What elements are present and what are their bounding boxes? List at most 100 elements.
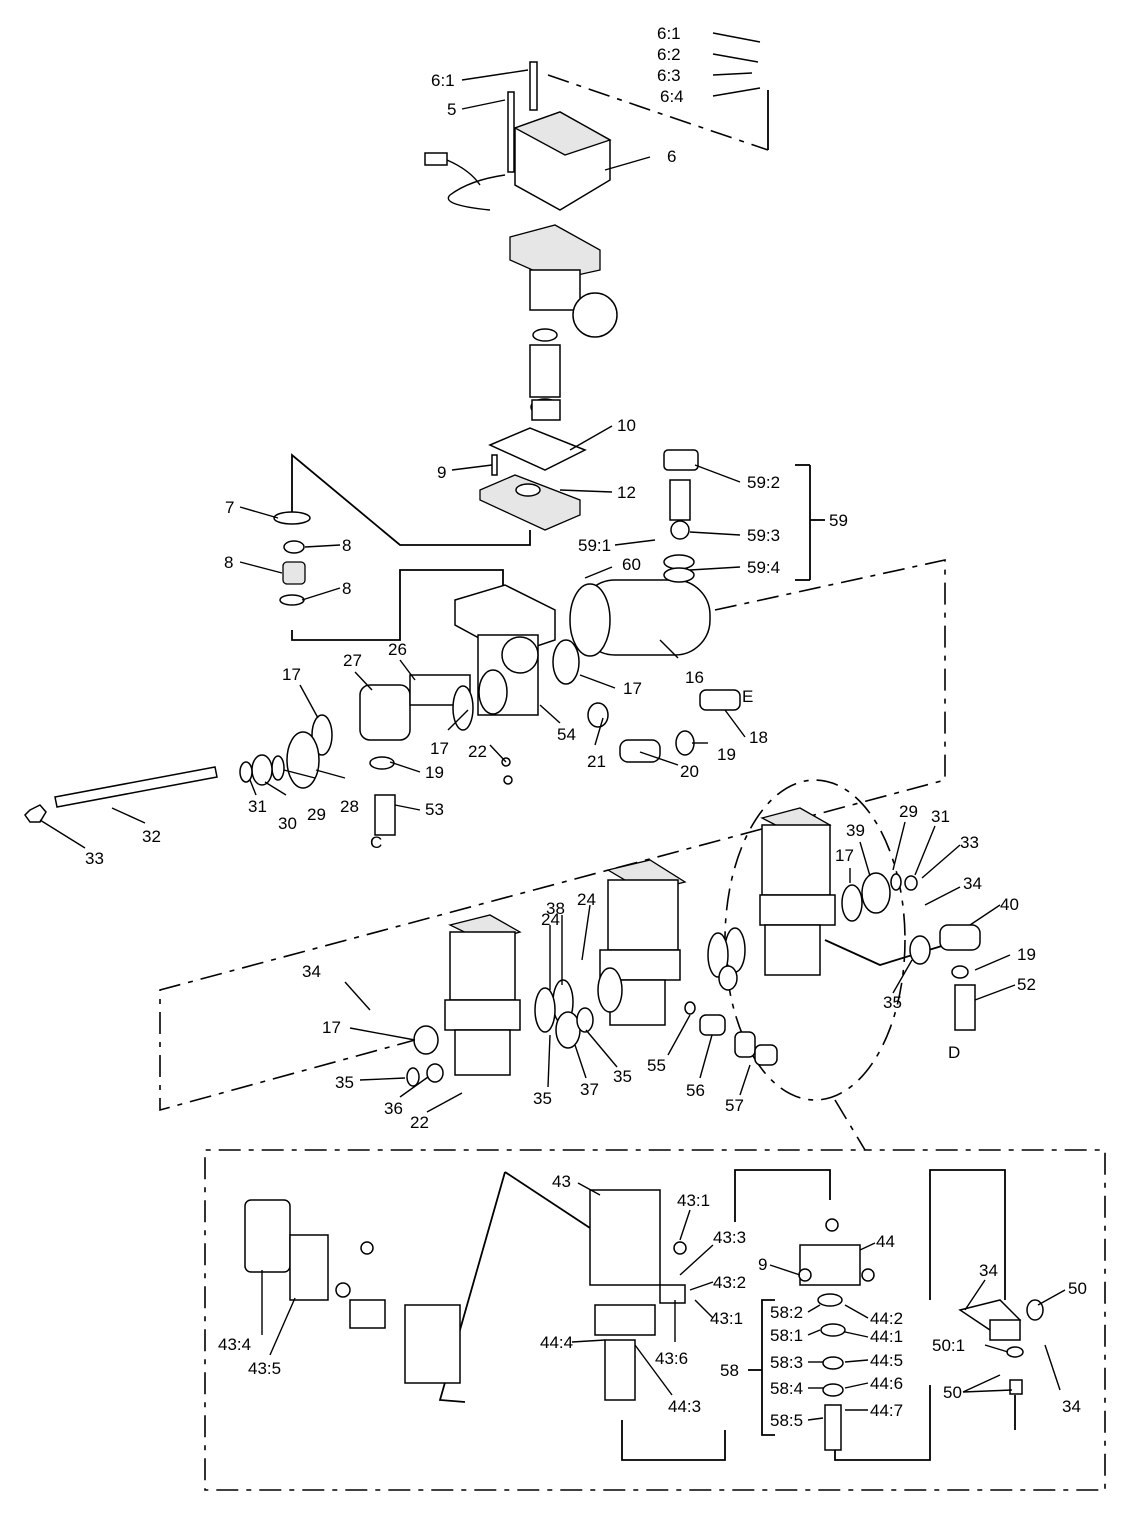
label-8-b: 8 bbox=[224, 553, 233, 572]
label-6: 6 bbox=[667, 147, 676, 166]
label-44-3: 44:3 bbox=[668, 1397, 701, 1416]
label-24-a: 24 bbox=[541, 910, 560, 929]
label-52: 52 bbox=[1017, 975, 1036, 994]
label-35-b: 35 bbox=[335, 1073, 354, 1092]
label-56: 56 bbox=[686, 1081, 705, 1100]
label-E: E bbox=[742, 687, 753, 706]
label-17-e: 17 bbox=[322, 1018, 341, 1037]
label-17-b: 17 bbox=[623, 679, 642, 698]
label-29-b: 29 bbox=[899, 802, 918, 821]
label-58-4: 58:4 bbox=[770, 1379, 803, 1398]
label-19-b: 19 bbox=[425, 763, 444, 782]
label-6-4: 6:4 bbox=[660, 87, 684, 106]
label-32: 32 bbox=[142, 827, 161, 846]
label-44-1: 44:1 bbox=[870, 1327, 903, 1346]
callout-labels: 6:1 6:2 6:3 6:4 6:1 5 6 10 9 12 7 8 8 8 … bbox=[85, 24, 1087, 1430]
label-43-1-a: 43:1 bbox=[677, 1191, 710, 1210]
label-18: 18 bbox=[749, 728, 768, 747]
label-28: 28 bbox=[340, 797, 359, 816]
label-33-a: 33 bbox=[85, 849, 104, 868]
label-58-2: 58:2 bbox=[770, 1303, 803, 1322]
label-22-b: 22 bbox=[410, 1113, 429, 1132]
label-6-3: 6:3 bbox=[657, 66, 681, 85]
label-12: 12 bbox=[617, 483, 636, 502]
label-20: 20 bbox=[680, 762, 699, 781]
label-6-1: 6:1 bbox=[431, 71, 455, 90]
label-44-7: 44:7 bbox=[870, 1401, 903, 1420]
label-17-a: 17 bbox=[282, 665, 301, 684]
label-58-3: 58:3 bbox=[770, 1353, 803, 1372]
label-24-b: 24 bbox=[577, 890, 596, 909]
top-actuator-cover bbox=[424, 61, 612, 211]
label-19-a: 19 bbox=[717, 745, 736, 764]
label-31-b: 31 bbox=[931, 807, 950, 826]
solenoid-internals bbox=[509, 224, 618, 421]
label-C: C bbox=[370, 833, 382, 852]
label-37: 37 bbox=[580, 1080, 599, 1099]
label-8-a: 8 bbox=[342, 536, 351, 555]
label-58-1: 58:1 bbox=[770, 1326, 803, 1345]
label-35-d: 35 bbox=[613, 1067, 632, 1086]
label-29-a: 29 bbox=[307, 805, 326, 824]
label-17-d: 17 bbox=[835, 846, 854, 865]
leader-lines bbox=[39, 32, 1066, 1421]
label-53: 53 bbox=[425, 800, 444, 819]
label-38: 38 bbox=[546, 899, 565, 918]
label-9-b: 9 bbox=[758, 1255, 767, 1274]
label-39: 39 bbox=[846, 821, 865, 840]
label-33-b: 33 bbox=[960, 833, 979, 852]
label-21: 21 bbox=[587, 752, 606, 771]
right-elbow-parts bbox=[909, 924, 981, 1031]
label-58-5: 58:5 bbox=[770, 1411, 803, 1430]
label-35-a: 35 bbox=[883, 993, 902, 1012]
label-35-c: 35 bbox=[533, 1089, 552, 1108]
label-50-1: 50:1 bbox=[932, 1336, 965, 1355]
label-26: 26 bbox=[388, 640, 407, 659]
label-8-c: 8 bbox=[342, 579, 351, 598]
label-59-3: 59:3 bbox=[747, 526, 780, 545]
diaphragm-plate bbox=[479, 427, 587, 531]
label-43-2: 43:2 bbox=[713, 1273, 746, 1292]
label-43-5: 43:5 bbox=[248, 1359, 281, 1378]
valve-module-left bbox=[406, 914, 594, 1087]
label-50-a: 50 bbox=[1068, 1279, 1087, 1298]
label-44: 44 bbox=[876, 1232, 895, 1251]
label-43-4: 43:4 bbox=[218, 1335, 251, 1354]
label-57: 57 bbox=[725, 1096, 744, 1115]
label-43-1-b: 43:1 bbox=[710, 1309, 743, 1328]
label-19-c: 19 bbox=[1017, 945, 1036, 964]
label-44-2: 44:2 bbox=[870, 1309, 903, 1328]
label-34-b: 34 bbox=[302, 962, 321, 981]
label-54: 54 bbox=[557, 725, 576, 744]
label-36: 36 bbox=[384, 1099, 403, 1118]
label-40: 40 bbox=[1000, 895, 1019, 914]
label-55: 55 bbox=[647, 1056, 666, 1075]
label-58: 58 bbox=[720, 1361, 739, 1380]
label-43: 43 bbox=[552, 1172, 571, 1191]
left-connector-parts bbox=[239, 674, 474, 836]
label-59-4: 59:4 bbox=[747, 558, 780, 577]
label-9: 9 bbox=[437, 463, 446, 482]
label-D: D bbox=[948, 1043, 960, 1062]
valve-module-right bbox=[759, 807, 918, 976]
label-7: 7 bbox=[225, 498, 234, 517]
drain-valve-parts bbox=[663, 449, 699, 540]
nipple-parts bbox=[684, 1001, 778, 1066]
label-6-1-top: 6:1 bbox=[657, 24, 681, 43]
label-27: 27 bbox=[343, 651, 362, 670]
drain-tank bbox=[552, 554, 711, 685]
label-22-a: 22 bbox=[468, 742, 487, 761]
label-50-b: 50 bbox=[943, 1383, 962, 1402]
label-44-6: 44:6 bbox=[870, 1374, 903, 1393]
label-10: 10 bbox=[617, 416, 636, 435]
label-44-4: 44:4 bbox=[540, 1333, 573, 1352]
label-34-c: 34 bbox=[979, 1261, 998, 1280]
label-30: 30 bbox=[278, 814, 297, 833]
label-59: 59 bbox=[829, 511, 848, 530]
pipe-32 bbox=[24, 766, 218, 823]
label-31-a: 31 bbox=[248, 797, 267, 816]
label-59-2: 59:2 bbox=[747, 473, 780, 492]
label-6-2: 6:2 bbox=[657, 45, 681, 64]
label-43-3: 43:3 bbox=[713, 1228, 746, 1247]
